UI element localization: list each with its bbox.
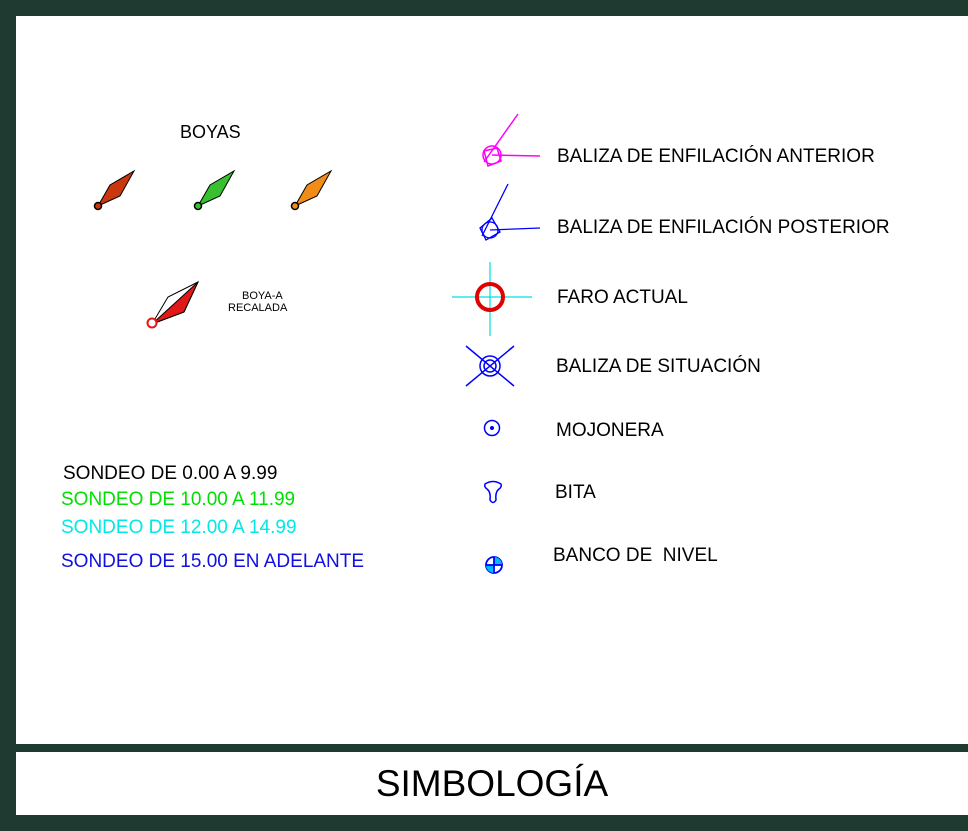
frame-left-border (0, 0, 16, 831)
sondeo-label-0: SONDEO DE 0.00 A 9.99 (63, 463, 278, 484)
legend-label-6: BANCO DE NIVEL (553, 545, 718, 566)
frame-bottom-border (0, 815, 968, 831)
legend-label-2: FARO ACTUAL (557, 287, 688, 308)
legend-label-1: BALIZA DE ENFILACIÓN POSTERIOR (557, 217, 890, 238)
page-title: SIMBOLOGÍA (375, 763, 609, 804)
frame-divider (0, 744, 968, 752)
frame-top-border (0, 0, 968, 16)
boyas-heading: BOYAS (180, 122, 241, 142)
boya-red-icon (93, 169, 136, 211)
boya-green-icon (193, 169, 236, 211)
legend-label-0: BALIZA DE ENFILACIÓN ANTERIOR (557, 146, 875, 167)
baliza-situacion-icon (465, 345, 515, 387)
boya-recalada-icon (146, 280, 200, 329)
banco-nivel-icon (485, 556, 503, 574)
faro-actual-icon (452, 262, 532, 336)
bita-icon (484, 480, 502, 504)
sondeo-label-3: SONDEO DE 15.00 EN ADELANTE (61, 551, 365, 572)
boya-orange-icon (290, 169, 333, 211)
boya-recalada-label-2: RECALADA (228, 302, 288, 314)
sondeo-label-1: SONDEO DE 10.00 A 11.99 (61, 489, 296, 510)
legend-label-3: BALIZA DE SITUACIÓN (556, 356, 761, 377)
legend-label-4: MOJONERA (556, 420, 664, 441)
boya-recalada-label-1: BOYA-A (242, 290, 283, 302)
mojonera-icon (483, 419, 501, 437)
sondeo-label-2: SONDEO DE 12.00 A 14.99 (61, 517, 297, 538)
legend-label-5: BITA (555, 482, 596, 503)
baliza-enfilacion-posterior-icon (479, 183, 541, 241)
baliza-enfilacion-anterior-icon (482, 113, 541, 167)
